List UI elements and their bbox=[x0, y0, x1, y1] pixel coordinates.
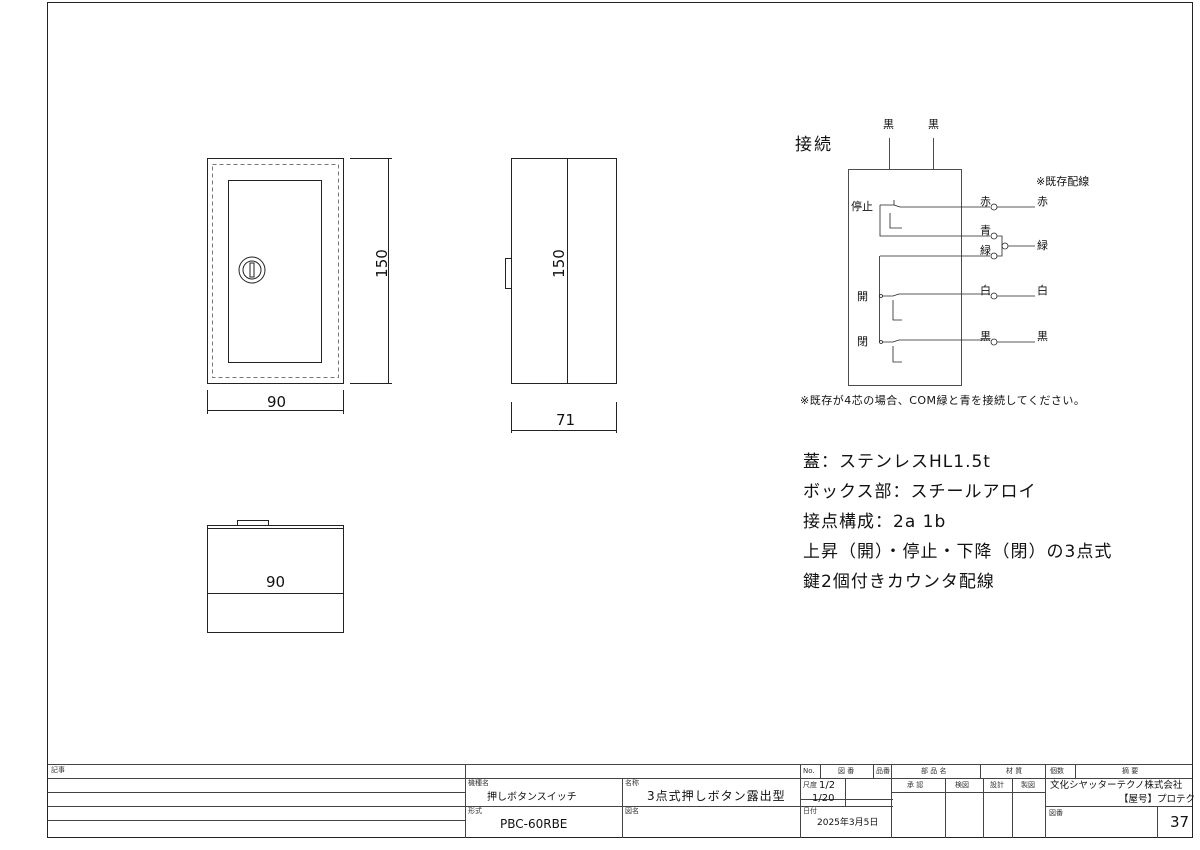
top-wire-label: 黒 bbox=[928, 118, 939, 131]
date-label: 日付 bbox=[803, 807, 817, 815]
key-cylinder-icon bbox=[238, 256, 266, 284]
front-width-dimension: 90 bbox=[267, 393, 287, 411]
side-depth-dimension: 71 bbox=[556, 411, 576, 429]
switch-label-close: 閉 bbox=[857, 335, 868, 348]
existing-wire-white: 白 bbox=[1037, 284, 1048, 297]
wire-label-red: 赤 bbox=[980, 195, 991, 208]
date-value: 2025年3月5日 bbox=[817, 818, 879, 828]
notes-label: 記事 bbox=[51, 766, 65, 774]
existing-wiring-label: ※既存配線 bbox=[1036, 175, 1090, 188]
spec-contacts: 接点構成：2a 1b bbox=[803, 512, 947, 532]
wire-label-white: 白 bbox=[980, 284, 991, 297]
side-view bbox=[505, 158, 617, 433]
material-header: 材 質 bbox=[1006, 767, 1023, 775]
sheet-border bbox=[47, 2, 1193, 838]
no-header: No. bbox=[803, 767, 815, 775]
scale-value: 1/20 bbox=[812, 793, 835, 804]
scale-value: 1/2 bbox=[819, 780, 836, 791]
spec-box: ボックス部：スチールアロイ bbox=[803, 482, 1037, 502]
drawing-number-label: 図番 bbox=[1049, 809, 1063, 817]
wiring-diagram bbox=[848, 138, 1035, 386]
check-header: 検図 bbox=[955, 781, 969, 789]
scale-label: 尺度 bbox=[803, 781, 817, 789]
side-height-dimension: 150 bbox=[549, 249, 568, 278]
name-value: 3点式押しボタン露出型 bbox=[647, 789, 786, 803]
approval-header: 承 認 bbox=[907, 781, 924, 789]
trade-name: 【屋号】プロテク bbox=[1119, 794, 1196, 805]
drafting-header: 製図 bbox=[1021, 781, 1035, 789]
wire-label-black: 黒 bbox=[980, 330, 991, 343]
drawing-no-header: 図 番 bbox=[838, 767, 855, 775]
wiring-title: 接続 bbox=[795, 135, 833, 155]
title-block bbox=[47, 764, 1193, 838]
summary-header: 摘 要 bbox=[1122, 767, 1139, 775]
name-label: 名称 bbox=[625, 779, 639, 787]
drawing-number: 37 bbox=[1170, 813, 1190, 831]
part-no-header: 品番 bbox=[876, 767, 890, 775]
drawing-name-label: 図名 bbox=[625, 807, 639, 815]
bottom-view bbox=[207, 520, 344, 633]
spec-keys: 鍵2個付きカウンタ配線 bbox=[803, 572, 995, 592]
design-header: 設計 bbox=[990, 781, 1004, 789]
type-label: 形式 bbox=[468, 807, 482, 815]
wire-label-green: 緑 bbox=[980, 244, 991, 257]
type-value: PBC-60RBE bbox=[500, 817, 568, 831]
model-value: 押しボタンスイッチ bbox=[487, 792, 577, 803]
spec-operation: 上昇（開）・停止・下降（閉）の3点式 bbox=[803, 542, 1113, 562]
company-name: 文化シヤッターテクノ株式会社 bbox=[1050, 780, 1183, 791]
existing-wire-black: 黒 bbox=[1037, 330, 1048, 343]
switch-label-stop: 停止 bbox=[851, 200, 873, 213]
model-label: 機種名 bbox=[468, 779, 489, 787]
bottom-width-dimension: 90 bbox=[266, 573, 286, 591]
top-wire-label: 黒 bbox=[883, 118, 894, 131]
part-name-header: 部 品 名 bbox=[921, 767, 947, 775]
wiring-note: ※既存が4芯の場合、COM緑と青を接続してください。 bbox=[800, 394, 1086, 407]
front-view bbox=[207, 158, 392, 414]
front-height-dimension: 150 bbox=[372, 249, 391, 278]
existing-wire-red: 赤 bbox=[1037, 195, 1048, 208]
spec-cover: 蓋：ステンレスHL1.5t bbox=[803, 452, 991, 472]
wire-label-blue: 青 bbox=[980, 224, 991, 237]
switch-label-open: 開 bbox=[857, 290, 868, 303]
existing-wire-green: 緑 bbox=[1037, 239, 1048, 252]
qty-header: 個数 bbox=[1050, 767, 1064, 775]
